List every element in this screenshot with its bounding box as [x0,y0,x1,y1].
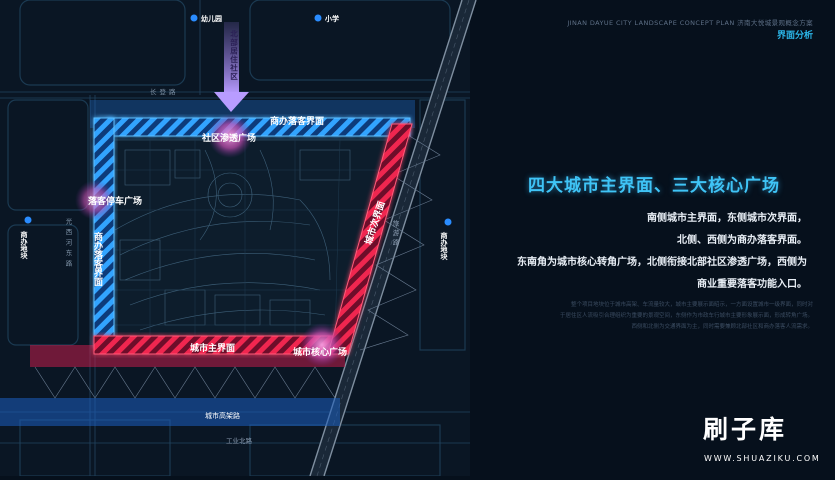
fine-print-line: 西侧和北侧为交通界面为主，同时需要兼顾北部社区和商办落客人流需求。 [631,324,813,330]
drop-off-plaza-marker [75,180,115,220]
community-plaza-label: 社区渗透广场 [201,132,256,144]
east-road-label: 旅游路 [391,219,399,249]
header-english-title: JINAN DAYUE CITY LANDSCAPE CONCEPT PLAN … [567,19,813,27]
community-arrow [214,22,249,112]
school-label: 小学 [324,14,339,23]
south-interface-label: 城市主界面 [190,342,235,354]
core-plaza-marker [300,323,344,367]
kindergarten-marker-icon [190,14,198,22]
panel-fine-print: 整个项目地块位于城市高架、车流量较大，城市主要展示面昭示，一方面设置城市一级界面… [515,300,813,333]
header-section-title: 界面分析 [776,31,813,41]
office-right-label: 商办地块 [440,231,449,261]
fine-print-line: 整个项目地块位于城市高架、车流量较大，城市主要展示面昭示，一方面设置城市一级界面… [570,302,813,308]
red-east-interface [327,123,413,355]
community-plaza-marker [208,114,252,158]
west-road-label: 光西河东路 [64,217,72,271]
watermark-brand: 刷子库 [703,415,788,444]
watermark-url: WWW.SHUAZIKU.COM [704,454,821,463]
description-line: 商业重要落客功能入口。 [697,279,807,290]
description-line: 南侧城市主界面，东侧城市次界面， [647,213,807,224]
elevated-road-band [0,398,340,426]
description-line: 东南角为城市核心转角广场，北侧衔接北部社区渗透广场，西侧为 [517,257,807,268]
panel-headline: 四大城市主界面、三大核心广场 [528,176,780,196]
office-left-marker-icon [24,216,32,224]
kindergarten-label: 幼儿园 [201,14,222,23]
east-zigzag-pattern [359,129,441,351]
description-line: 北侧、西侧为商办落客界面。 [677,235,807,246]
north-road-label: 长登路 [150,87,179,96]
drop-off-plaza-label: 落客停车广场 [88,195,142,207]
school-marker-icon [314,14,322,22]
panel-description: 南侧城市主界面，东侧城市次界面， 北侧、西侧为商办落客界面。 东南角为城市核心转… [507,208,807,296]
north-interface-label: 商办落客界面 [270,115,324,127]
west-interface-label: 商办落客界面 [92,231,104,287]
south-zigzag-pattern [34,366,336,399]
elevated-road-label: 城市高架路 [205,411,240,420]
arrow-label: 北部居住社区 [229,29,238,82]
core-plaza-label: 城市核心广场 [293,346,347,358]
fine-print-line: 于居住区人流吸引合理组织为重要的景观空间，东侧作为市政车行城市主要形象展示面，形… [559,313,813,319]
office-left-label: 商办地块 [20,230,29,260]
office-right-marker-icon [444,218,452,226]
diagonal-highway [309,0,477,477]
south-road-label: 工业北路 [226,436,253,445]
